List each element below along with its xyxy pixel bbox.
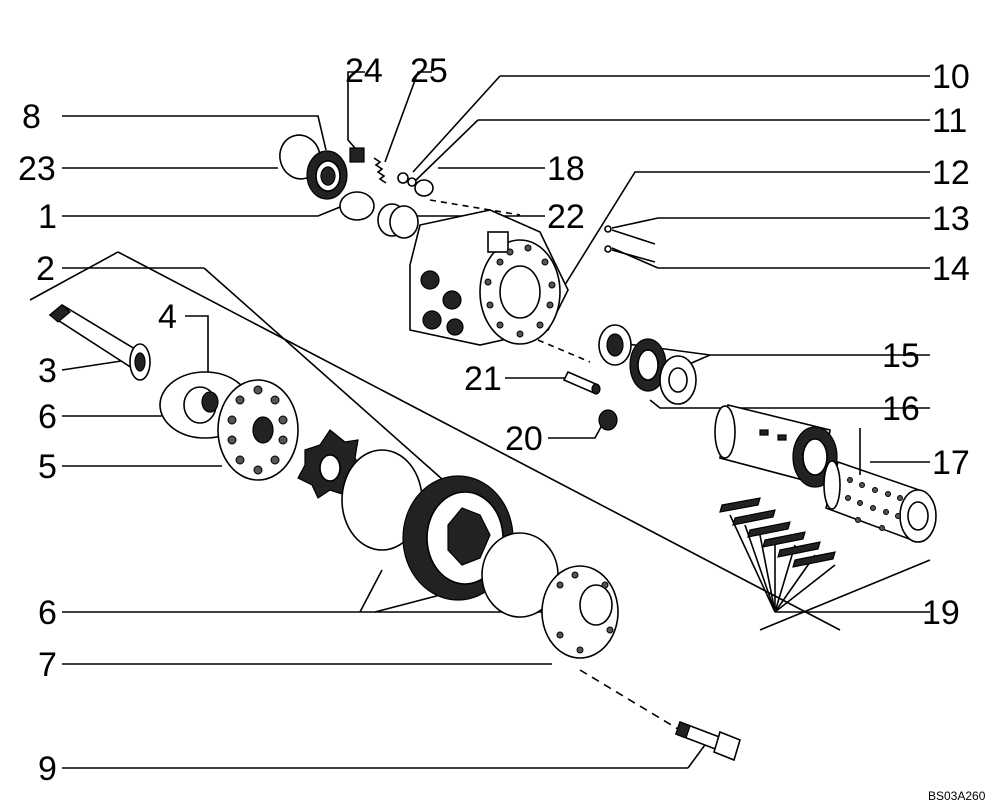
callout-11: 11 (932, 102, 967, 140)
end-cap-part-7 (541, 565, 619, 659)
callout-2: 2 (36, 250, 55, 288)
callout-6-lower: 6 (38, 594, 57, 632)
drawing-code: BS03A260 (928, 789, 986, 803)
pins-part-13-14 (604, 225, 656, 263)
callout-22: 22 (547, 198, 585, 236)
ball-part-10 (397, 172, 409, 184)
centering-springs-part-19 (719, 497, 836, 568)
plug-part-18 (414, 179, 434, 197)
spacer-part-4 (183, 386, 219, 424)
seat-part-11 (407, 177, 417, 187)
callout-18: 18 (547, 150, 585, 188)
leader-lines (29, 71, 931, 769)
plug-part-24 (349, 147, 365, 163)
callout-5: 5 (38, 448, 57, 486)
plate-part-5 (217, 379, 299, 481)
spool (714, 404, 838, 488)
callout-labels: 24 25 10 8 11 23 18 12 1 22 13 2 14 4 3 … (18, 52, 970, 788)
callout-14: 14 (932, 250, 970, 288)
callout-12: 12 (932, 154, 970, 192)
callout-13: 13 (932, 200, 970, 238)
callout-16: 16 (882, 390, 920, 428)
callout-6-upper: 6 (38, 398, 57, 436)
spring-part-20 (598, 409, 618, 431)
callout-9: 9 (38, 750, 57, 788)
o-ring-part-1 (339, 191, 375, 221)
callout-4: 4 (158, 298, 177, 336)
seal-part-8 (306, 150, 348, 200)
callout-15: 15 (882, 337, 920, 375)
drive-shaft-part-3 (48, 304, 151, 381)
pin-part-21 (562, 370, 601, 395)
callout-23: 23 (18, 150, 56, 188)
bearing-parts-15-16 (598, 324, 697, 405)
callout-19: 19 (922, 594, 960, 632)
seal-rings-part-22 (377, 203, 419, 239)
sleeve-part-17 (823, 428, 937, 543)
callout-7: 7 (38, 646, 57, 684)
callout-20: 20 (505, 420, 543, 458)
callout-1: 1 (38, 198, 57, 236)
bolt-part-9 (674, 720, 741, 762)
callout-17: 17 (932, 444, 970, 482)
valve-housing (409, 209, 569, 346)
callout-25: 25 (410, 52, 448, 90)
callout-3: 3 (38, 352, 57, 390)
callout-21: 21 (464, 360, 502, 398)
callout-10: 10 (932, 58, 970, 96)
callout-24: 24 (345, 52, 383, 90)
callout-8: 8 (22, 98, 41, 136)
spring-part-25 (373, 157, 387, 184)
